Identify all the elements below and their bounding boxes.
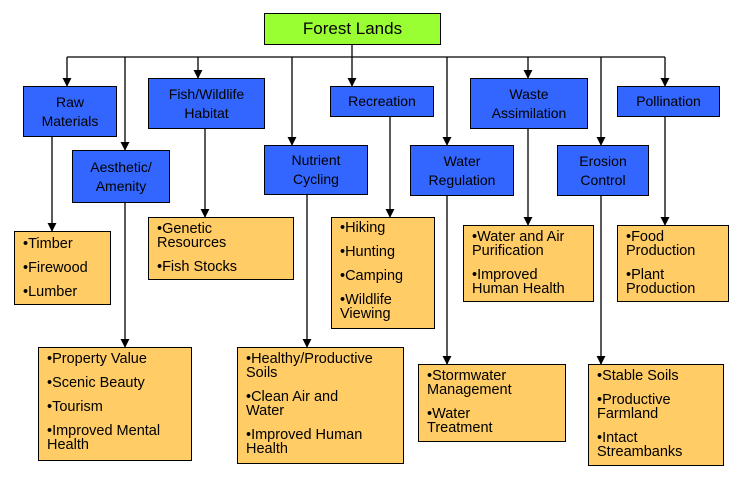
category-nutrient-cycling: Nutrient Cycling: [264, 145, 368, 195]
list-item: •Camping: [340, 268, 404, 284]
list-item: •Plant Production: [626, 267, 696, 297]
items-nutrient-cycling: •Healthy/Productive Soils •Clean Air and…: [237, 347, 404, 464]
list-item: •Lumber: [23, 284, 78, 300]
list-item: •Improved Human Health: [246, 427, 363, 457]
list-item: •Clean Air and Water: [246, 389, 339, 419]
list-item: •Improved Mental Health: [47, 423, 161, 453]
list-item: •Hunting: [340, 244, 396, 260]
category-erosion-control: Erosion Control: [557, 145, 649, 196]
list-item: •Stable Soils: [597, 368, 679, 384]
list-item: •Food Production: [626, 229, 696, 259]
list-item: •Tourism: [47, 399, 103, 415]
items-water-regulation: •Stormwater Management •Water Treatment: [418, 364, 566, 442]
list-item: •Hiking: [340, 220, 386, 236]
items-erosion-control: •Stable Soils •Productive Farmland •Inta…: [588, 364, 724, 466]
category-water-regulation: Water Regulation: [410, 145, 514, 196]
category-pollination: Pollination: [617, 86, 720, 117]
list-item: •Firewood: [23, 260, 88, 276]
items-pollination: •Food Production •Plant Production: [617, 225, 729, 302]
list-item: •Timber: [23, 236, 73, 252]
root-node: Forest Lands: [264, 13, 441, 45]
category-aesthetic-amenity: Aesthetic/ Amenity: [72, 150, 170, 203]
category-raw-materials: Raw Materials: [23, 86, 117, 137]
items-aesthetic-amenity: •Property Value •Scenic Beauty •Tourism …: [38, 347, 192, 461]
list-item: •Fish Stocks: [157, 259, 238, 275]
items-recreation: •Hiking •Hunting •Camping •Wildlife View…: [331, 217, 435, 329]
list-item: •Property Value: [47, 351, 147, 367]
list-item: •Water and Air Purification: [472, 229, 565, 259]
list-item: •Healthy/Productive Soils: [246, 351, 373, 381]
category-recreation: Recreation: [330, 86, 434, 117]
category-waste-assimilation: Waste Assimilation: [470, 78, 588, 129]
list-item: •Wildlife Viewing: [340, 292, 392, 322]
items-raw-materials: •Timber •Firewood •Lumber: [14, 231, 111, 305]
items-fish-wildlife-habitat: •Genetic Resources •Fish Stocks: [148, 217, 294, 280]
list-item: •Water Treatment: [427, 406, 493, 436]
list-item: •Genetic Resources: [157, 221, 227, 251]
list-item: •Stormwater Management: [427, 368, 512, 398]
list-item: •Productive Farmland: [597, 392, 671, 422]
items-waste-assimilation: •Water and Air Purification •Improved Hu…: [463, 225, 594, 302]
list-item: •Intact Streambanks: [597, 430, 683, 460]
category-fish-wildlife-habitat: Fish/Wildlife Habitat: [148, 78, 265, 129]
list-item: •Improved Human Health: [472, 267, 565, 297]
list-item: •Scenic Beauty: [47, 375, 145, 391]
